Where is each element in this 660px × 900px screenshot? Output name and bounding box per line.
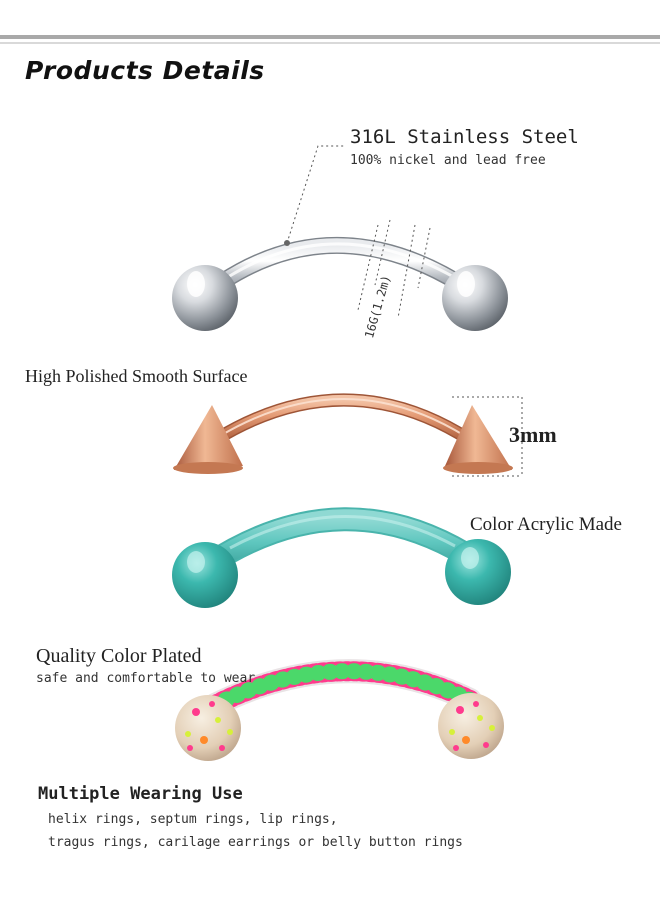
rose-gold-spike-barbell: [173, 393, 513, 474]
steel-material-title: 316L Stainless Steel: [350, 126, 579, 148]
acrylic-barbell: [172, 507, 511, 608]
page-title: Products Details: [25, 56, 265, 85]
steel-barbell: [172, 236, 508, 331]
plated-title: Quality Color Plated: [36, 645, 202, 667]
size-callout-lines: [452, 396, 523, 477]
plated-subtitle: safe and comfortable to wear: [36, 671, 256, 686]
acrylic-label: Color Acrylic Made: [470, 514, 622, 535]
polished-surface-label: High Polished Smooth Surface: [25, 366, 248, 386]
top-divider-thin: [0, 42, 660, 44]
wearing-use-line-2: tragus rings, carilage earrings or belly…: [48, 835, 463, 850]
wearing-use-line-1: helix rings, septum rings, lip rings,: [48, 812, 338, 827]
glitter-barbell: [175, 659, 504, 761]
steel-callout-lines: [286, 145, 431, 319]
top-divider: [0, 35, 660, 39]
steel-material-subtitle: 100% nickel and lead free: [350, 153, 546, 168]
wearing-use-title: Multiple Wearing Use: [38, 784, 243, 804]
size-label: 3mm: [509, 422, 557, 447]
steel-callout-dot: [284, 240, 290, 246]
